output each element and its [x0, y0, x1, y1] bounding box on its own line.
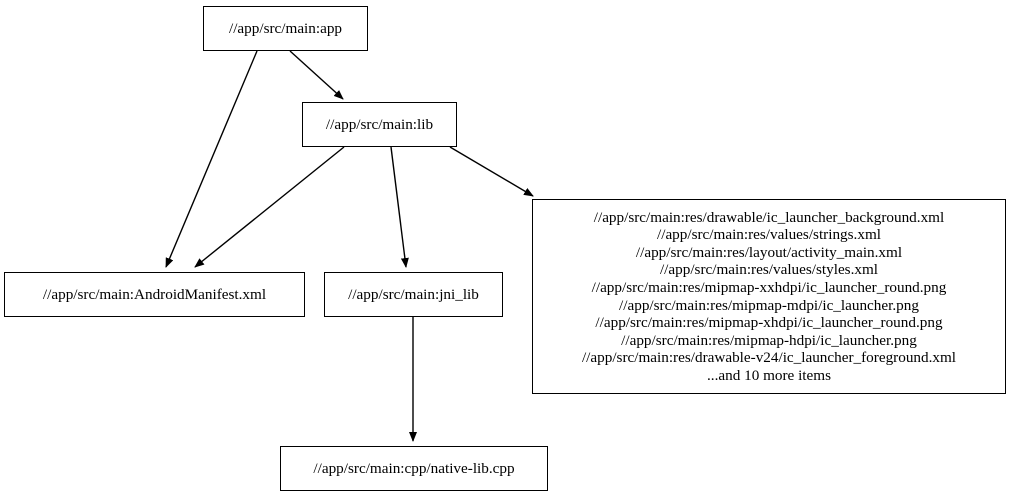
node-native-lib-cpp-label: //app/src/main:cpp/native-lib.cpp	[313, 459, 515, 477]
edge-app-to-lib	[289, 50, 344, 100]
node-app[interactable]: //app/src/main:app	[203, 6, 368, 51]
node-android-manifest-label: //app/src/main:AndroidManifest.xml	[42, 285, 267, 303]
node-native-lib-cpp[interactable]: //app/src/main:cpp/native-lib.cpp	[280, 446, 548, 491]
node-jni-lib-label: //app/src/main:jni_lib	[348, 285, 479, 303]
edge-lib-to-manifest	[194, 146, 345, 268]
node-android-manifest[interactable]: //app/src/main:AndroidManifest.xml	[4, 272, 305, 317]
edge-app-to-manifest	[165, 50, 258, 268]
edge-lib-to-jni-lib	[390, 146, 409, 268]
node-jni-lib[interactable]: //app/src/main:jni_lib	[324, 272, 503, 317]
node-resources-group[interactable]: //app/src/main:res/drawable/ic_launcher_…	[532, 199, 1006, 394]
node-lib-label: //app/src/main:lib	[325, 115, 434, 133]
node-lib[interactable]: //app/src/main:lib	[302, 102, 457, 147]
edge-lib-to-resources	[449, 146, 534, 197]
node-app-label: //app/src/main:app	[228, 19, 343, 37]
node-resources-group-label: //app/src/main:res/drawable/ic_launcher_…	[581, 208, 957, 384]
